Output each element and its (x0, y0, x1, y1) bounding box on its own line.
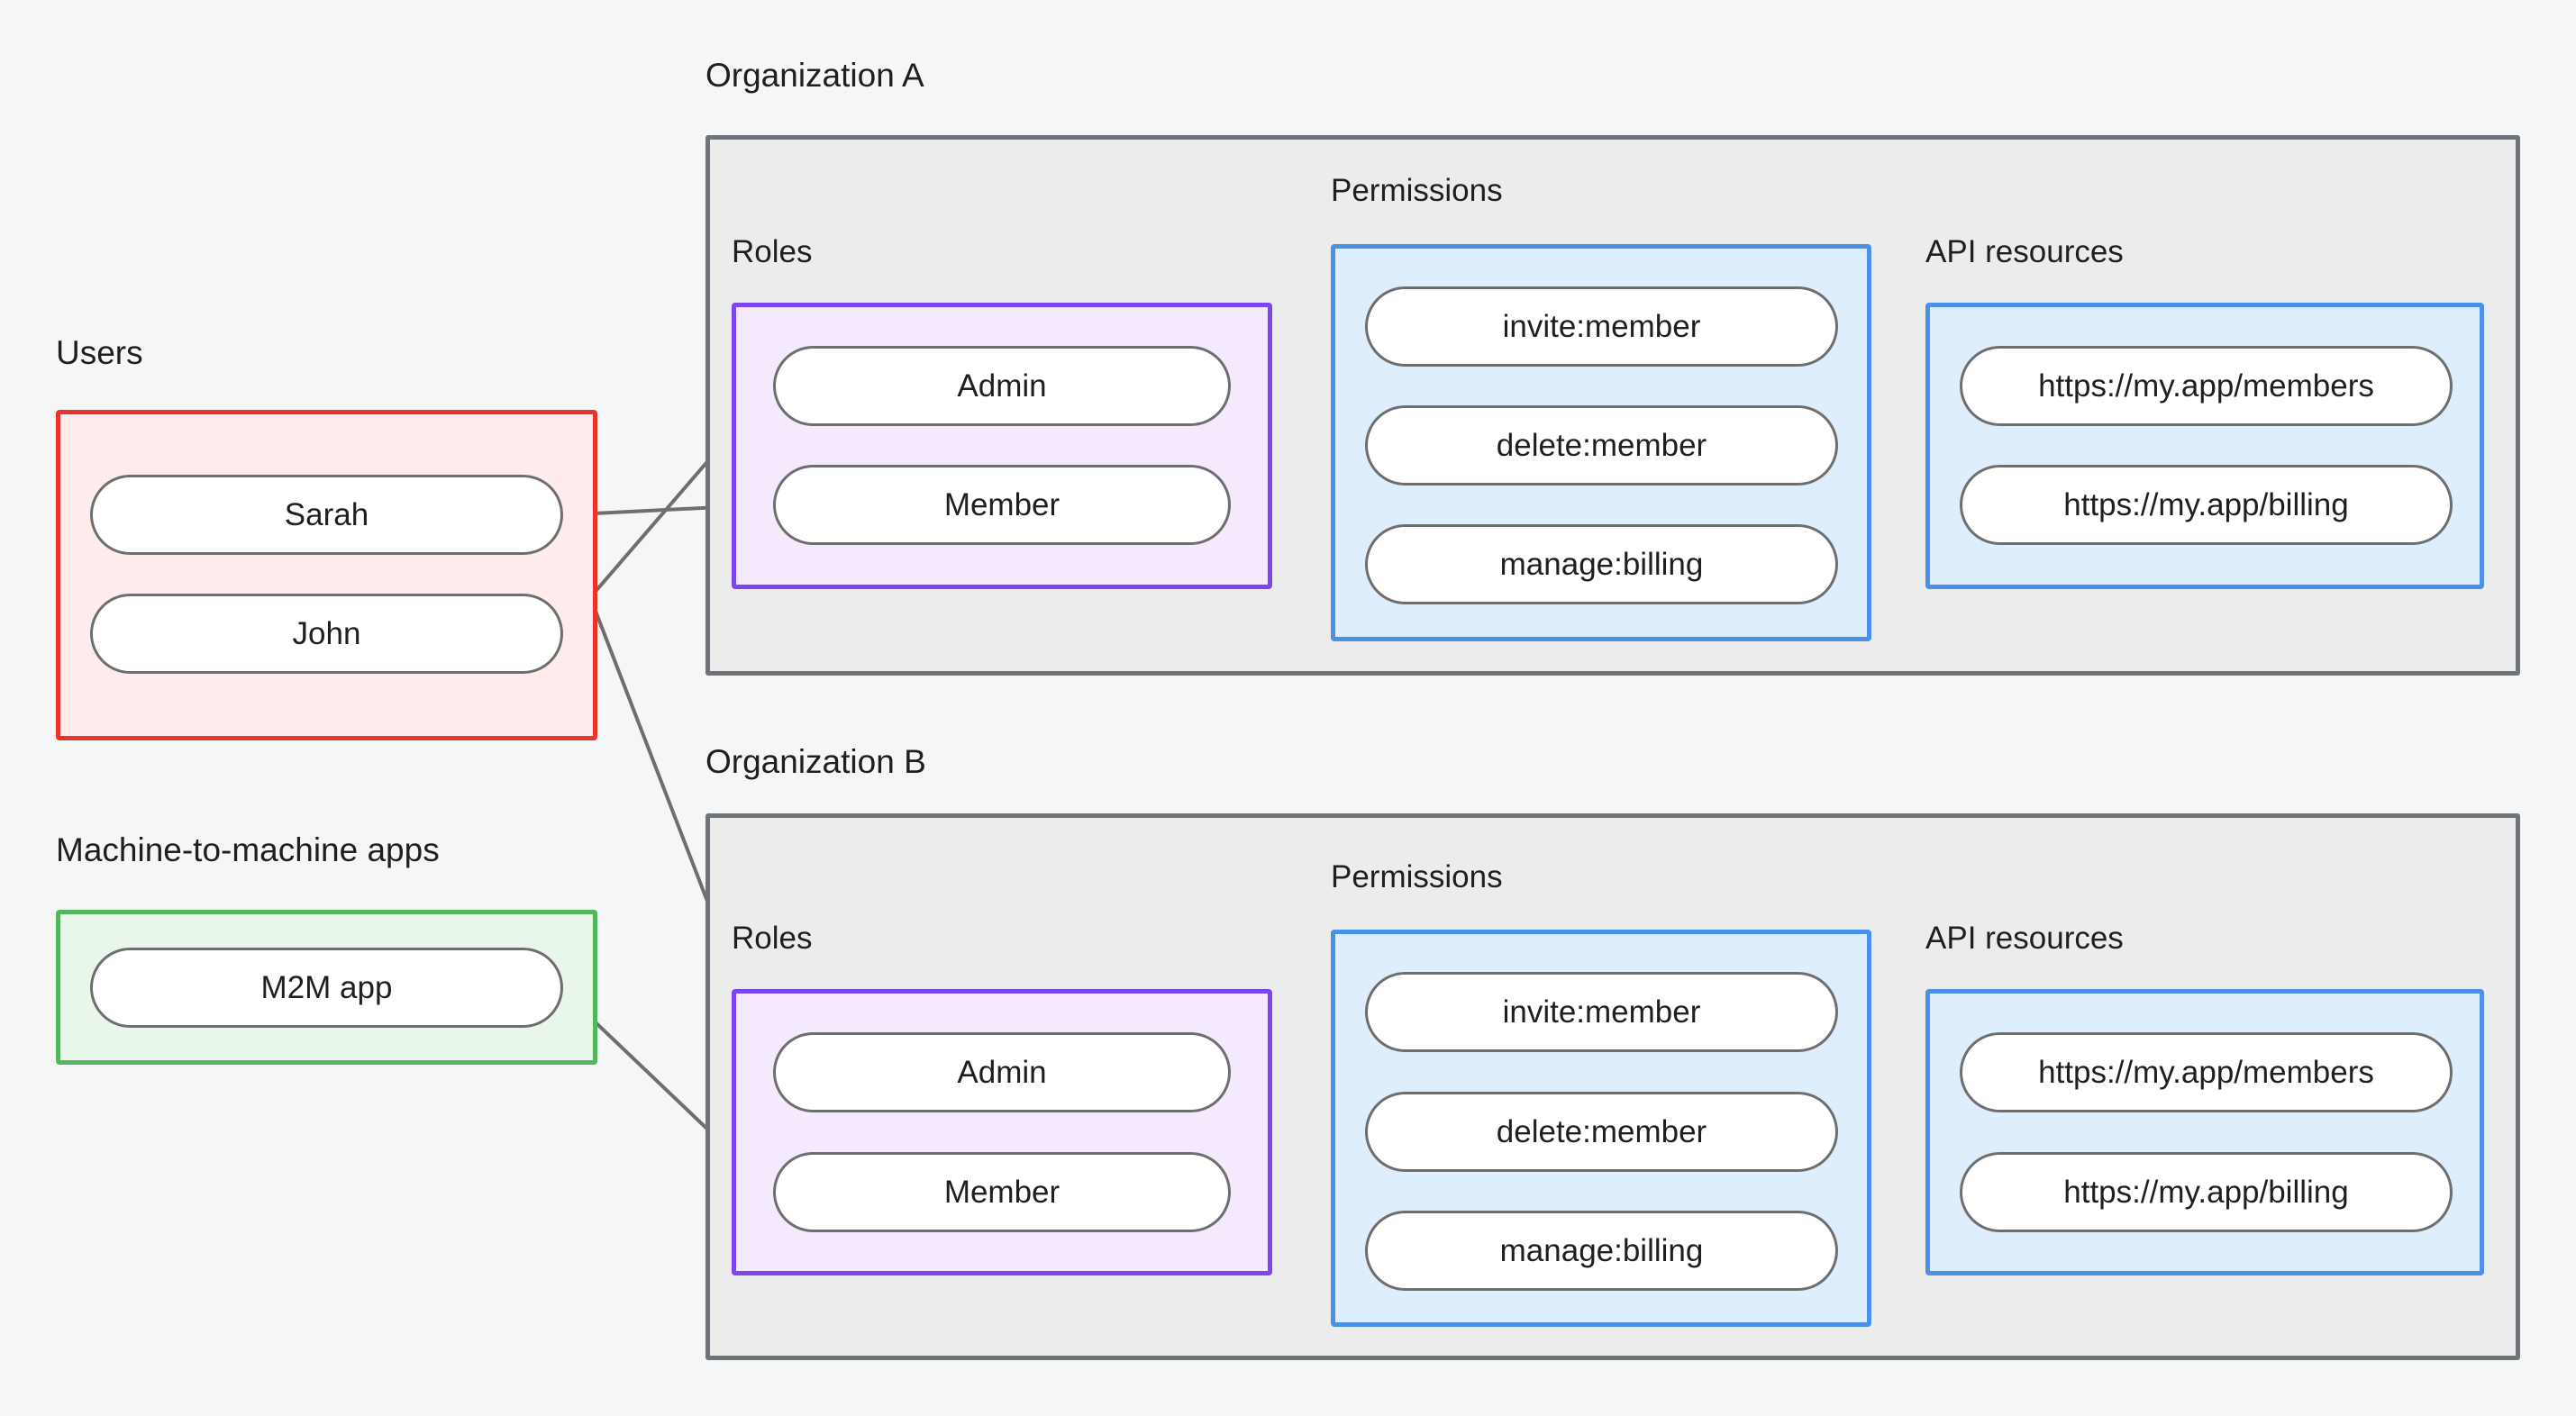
organization-b-caption: Organization B (705, 743, 926, 780)
organization-b-permission-delete-member[interactable]: delete:member (1365, 1092, 1838, 1172)
organization-b-role-member[interactable]: Member (773, 1152, 1231, 1232)
organization-a-role-admin[interactable]: Admin (773, 346, 1231, 426)
users-group (56, 410, 597, 740)
organization-a-roles-caption: Roles (732, 234, 813, 269)
user-node-sarah[interactable]: Sarah (90, 475, 563, 555)
m2m-node-app[interactable]: M2M app (90, 948, 563, 1028)
organization-a-permissions-caption: Permissions (1331, 173, 1503, 208)
organization-a-api-billing[interactable]: https://my.app/billing (1960, 465, 2453, 545)
organization-a-role-member[interactable]: Member (773, 465, 1231, 545)
organization-b-permission-invite-member[interactable]: invite:member (1365, 972, 1838, 1052)
organization-a-permission-invite-member[interactable]: invite:member (1365, 286, 1838, 367)
user-node-john[interactable]: John (90, 594, 563, 674)
organization-a-permission-manage-billing[interactable]: manage:billing (1365, 524, 1838, 604)
organization-b-permissions-caption: Permissions (1331, 859, 1503, 894)
organization-b-api-billing[interactable]: https://my.app/billing (1960, 1152, 2453, 1232)
organization-a-permission-delete-member[interactable]: delete:member (1365, 405, 1838, 486)
organization-b-roles-caption: Roles (732, 921, 813, 956)
organization-b-role-admin[interactable]: Admin (773, 1032, 1231, 1112)
m2m-caption: Machine-to-machine apps (56, 831, 440, 868)
organization-a-api-caption: API resources (1925, 234, 2124, 269)
organization-a-caption: Organization A (705, 57, 924, 94)
organization-b-permission-manage-billing[interactable]: manage:billing (1365, 1211, 1838, 1291)
organization-b-api-caption: API resources (1925, 921, 2124, 956)
organization-a-api-members[interactable]: https://my.app/members (1960, 346, 2453, 426)
organization-b-api-members[interactable]: https://my.app/members (1960, 1032, 2453, 1112)
users-caption: Users (56, 334, 143, 371)
